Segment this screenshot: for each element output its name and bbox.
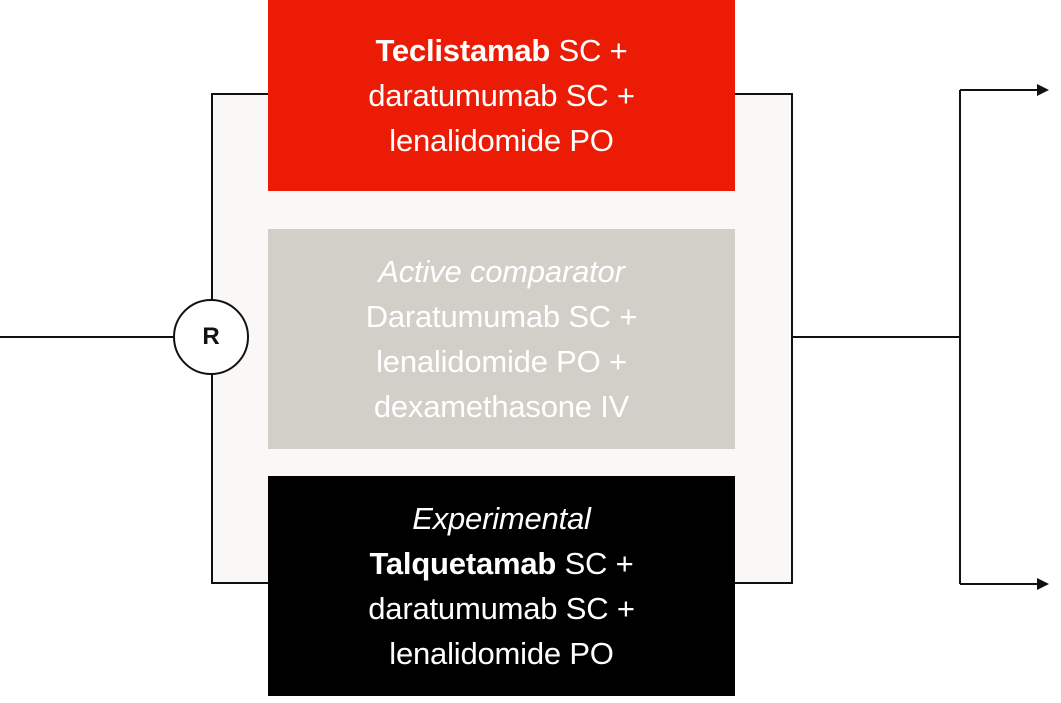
arm-experimental-line-1: Talquetamab SC + (369, 541, 633, 586)
arm-teclistamab-drug: Teclistamab (375, 33, 551, 68)
arm-active-comparator-label: Active comparator (378, 254, 625, 289)
arm-teclistamab-drug-suffix: SC + (550, 33, 628, 68)
arm-teclistamab-line-2: daratumumab SC + (368, 78, 635, 113)
arm-experimental-label: Experimental (412, 501, 591, 536)
arm-experimental: Experimental Talquetamab SC + daratumuma… (268, 476, 735, 696)
randomization-node: R (173, 299, 249, 375)
randomization-label: R (202, 323, 220, 350)
arm-active-comparator-line-1: Daratumumab SC + (365, 299, 638, 334)
arm-experimental-line-2: daratumumab SC + (368, 591, 635, 626)
arm-active-comparator: Active comparator Daratumumab SC + lenal… (268, 229, 735, 449)
arm-experimental-drug-suffix: SC + (556, 546, 634, 581)
arm-experimental-drug: Talquetamab (369, 546, 557, 581)
arm-teclistamab: Teclistamab SC + daratumumab SC + lenali… (268, 0, 735, 191)
arm-experimental-line-3: lenalidomide PO (389, 636, 614, 671)
arm-active-comparator-line-3: dexamethasone IV (373, 389, 630, 424)
arm-teclistamab-line-1: Teclistamab SC + (375, 28, 627, 73)
arm-teclistamab-line-3: lenalidomide PO (389, 123, 614, 158)
arm-active-comparator-line-2: lenalidomide PO + (376, 344, 627, 379)
